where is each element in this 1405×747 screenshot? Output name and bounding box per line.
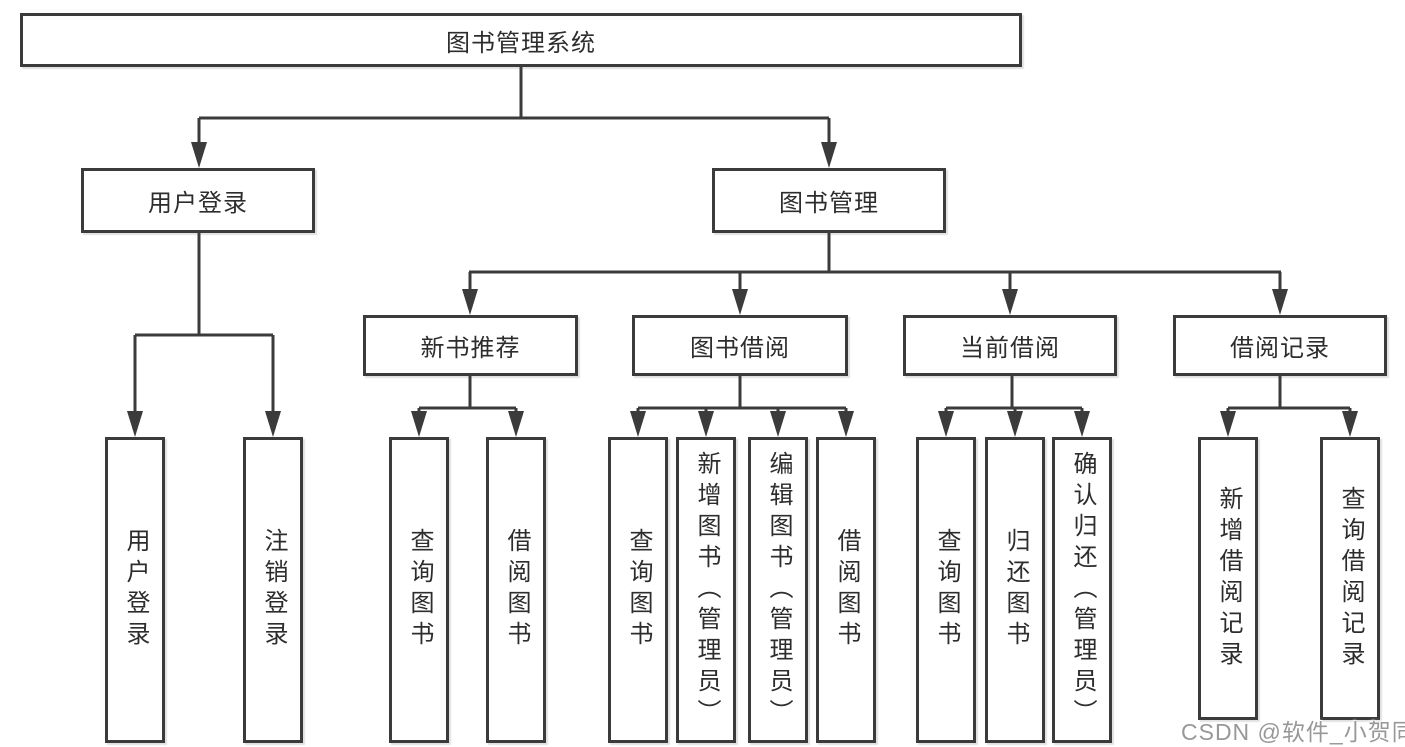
node-new-book-recommend: 新书推荐 bbox=[363, 315, 578, 376]
node-book-borrow: 图书借阅 bbox=[632, 315, 848, 376]
leaf-add-book-admin-label: 新增图书（管理员） bbox=[693, 450, 720, 730]
leaf-add-borrow-record: 新增借阅记录 bbox=[1198, 437, 1258, 720]
leaf-confirm-return-admin-label: 确认归还（管理员） bbox=[1069, 450, 1096, 730]
node-library-system: 图书管理系统 bbox=[20, 13, 1022, 67]
node-borrow-record: 借阅记录 bbox=[1173, 315, 1387, 376]
leaf-query-book-current-label: 查询图书 bbox=[933, 528, 960, 652]
node-current-borrow: 当前借阅 bbox=[903, 315, 1117, 376]
leaf-borrow-book-label: 借阅图书 bbox=[833, 528, 860, 652]
leaf-query-book-recommend: 查询图书 bbox=[389, 437, 449, 743]
leaf-query-borrow-record-label: 查询借阅记录 bbox=[1337, 485, 1364, 672]
leaf-logout: 注销登录 bbox=[243, 437, 303, 743]
leaf-borrow-book-recommend-label: 借阅图书 bbox=[503, 528, 530, 652]
leaf-edit-book-admin: 编辑图书（管理员） bbox=[748, 437, 808, 743]
leaf-query-borrow-record: 查询借阅记录 bbox=[1320, 437, 1380, 720]
leaf-user-login: 用户登录 bbox=[105, 437, 165, 743]
leaf-return-book-label: 归还图书 bbox=[1002, 528, 1029, 652]
leaf-confirm-return-admin: 确认归还（管理员） bbox=[1052, 437, 1112, 743]
leaf-query-book-recommend-label: 查询图书 bbox=[406, 528, 433, 652]
leaf-query-book-current: 查询图书 bbox=[916, 437, 976, 743]
leaf-add-borrow-record-label: 新增借阅记录 bbox=[1215, 485, 1242, 672]
leaf-add-book-admin: 新增图书（管理员） bbox=[676, 437, 736, 743]
leaf-edit-book-admin-label: 编辑图书（管理员） bbox=[765, 450, 792, 730]
leaf-borrow-book-recommend: 借阅图书 bbox=[486, 437, 546, 743]
leaf-return-book: 归还图书 bbox=[985, 437, 1045, 743]
leaf-query-book-borrow: 查询图书 bbox=[608, 437, 668, 743]
leaf-query-book-borrow-label: 查询图书 bbox=[625, 528, 652, 652]
connector-arrowheads bbox=[127, 142, 1358, 437]
leaf-logout-label: 注销登录 bbox=[260, 528, 287, 652]
leaf-borrow-book: 借阅图书 bbox=[816, 437, 876, 743]
node-book-management: 图书管理 bbox=[712, 168, 946, 233]
node-user-login: 用户登录 bbox=[81, 168, 315, 233]
leaf-user-login-label: 用户登录 bbox=[122, 528, 149, 652]
watermark: CSDN @软件_小贺同学 bbox=[1181, 719, 1405, 745]
